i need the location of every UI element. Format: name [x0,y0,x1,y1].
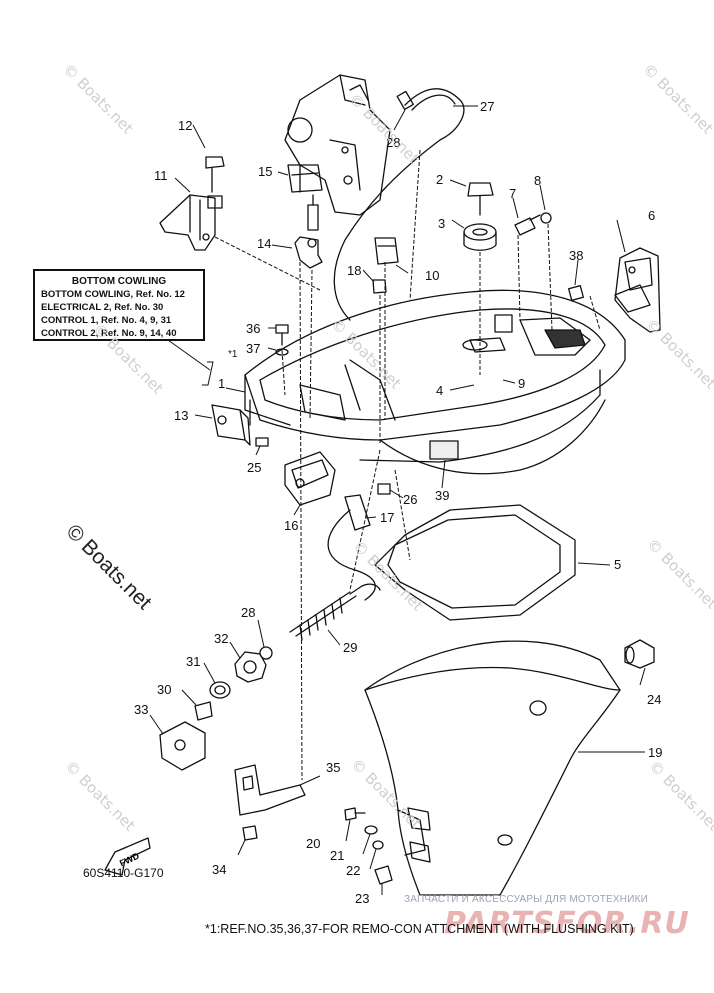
footnote: *1:REF.NO.35,36,37-FOR REMO-CON ATTCHMEN… [205,922,634,936]
callout-28-bottom: 28 [241,605,255,620]
callout-9: 9 [518,376,525,391]
reference-line: CONTROL 2, Ref. No. 9, 14, 40 [41,328,177,339]
callout-13: 13 [174,408,188,423]
callout-labels: 1 2 3 4 5 6 7 8 9 10 11 12 13 14 15 16 1… [134,99,662,906]
hose-part [333,88,465,321]
bottom-cowling-part [244,289,626,475]
callout-15: 15 [258,164,272,179]
callout-27: 27 [480,99,494,114]
callout-7: 7 [509,186,516,201]
callout-1: 1 [218,376,225,391]
callout-4: 4 [436,383,443,398]
callout-24: 24 [647,692,661,707]
callout-6: 6 [648,208,655,223]
reference-line: CONTROL 1, Ref. No. 4, 9, 31 [41,315,172,326]
callout-10: 10 [425,268,439,283]
reference-line: ELECTRICAL 2, Ref. No. 30 [41,302,164,313]
callout-23: 23 [355,891,369,906]
callout-34: 34 [212,862,226,877]
callout-35: 35 [326,760,340,775]
callout-14: 14 [257,236,271,251]
callout-20: 20 [306,836,320,851]
callout-8: 8 [534,173,541,188]
reference-box-title: BOTTOM COWLING [71,276,167,287]
callout-11: 11 [154,168,168,183]
callout-3: 3 [438,216,445,231]
lower-cover-part [364,640,621,896]
shop-logo: PARTSFOR.RU [444,906,690,941]
callout-30: 30 [157,682,171,697]
callout-28-top: 28 [386,135,400,150]
callout-21: 21 [330,848,344,863]
callout-25: 25 [247,460,261,475]
engine-block-part [284,74,391,216]
bracket-part [159,156,225,251]
callout-32: 32 [214,631,228,646]
callout-26: 26 [403,492,417,507]
callout-31: 31 [186,654,200,669]
callout-2: 2 [436,172,443,187]
callout-12: 12 [178,118,192,133]
reference-box: BOTTOM COWLING BOTTOM COWLING, Ref. No. … [33,269,205,341]
reference-line: BOTTOM COWLING, Ref. No. 12 [41,289,185,300]
callout-33: 33 [134,702,148,717]
star-mark: *1 [228,349,238,360]
callout-17: 17 [380,510,394,525]
callout-5: 5 [614,557,621,572]
callout-39: 39 [435,488,449,503]
callout-16: 16 [284,518,298,533]
diagram-code: 60S4110-G170 [83,866,164,880]
callout-29: 29 [343,640,357,655]
shop-tagline: ЗАПЧАСТИ И АКСЕССУАРЫ ДЛЯ МОТОТЕХНИКИ [404,894,649,905]
rubber-seal-part [374,504,576,621]
callout-37: 37 [246,341,260,356]
callout-38: 38 [569,248,583,263]
callout-19: 19 [648,745,662,760]
callout-18: 18 [347,263,361,278]
callout-36: 36 [246,321,260,336]
callout-22: 22 [346,863,360,878]
